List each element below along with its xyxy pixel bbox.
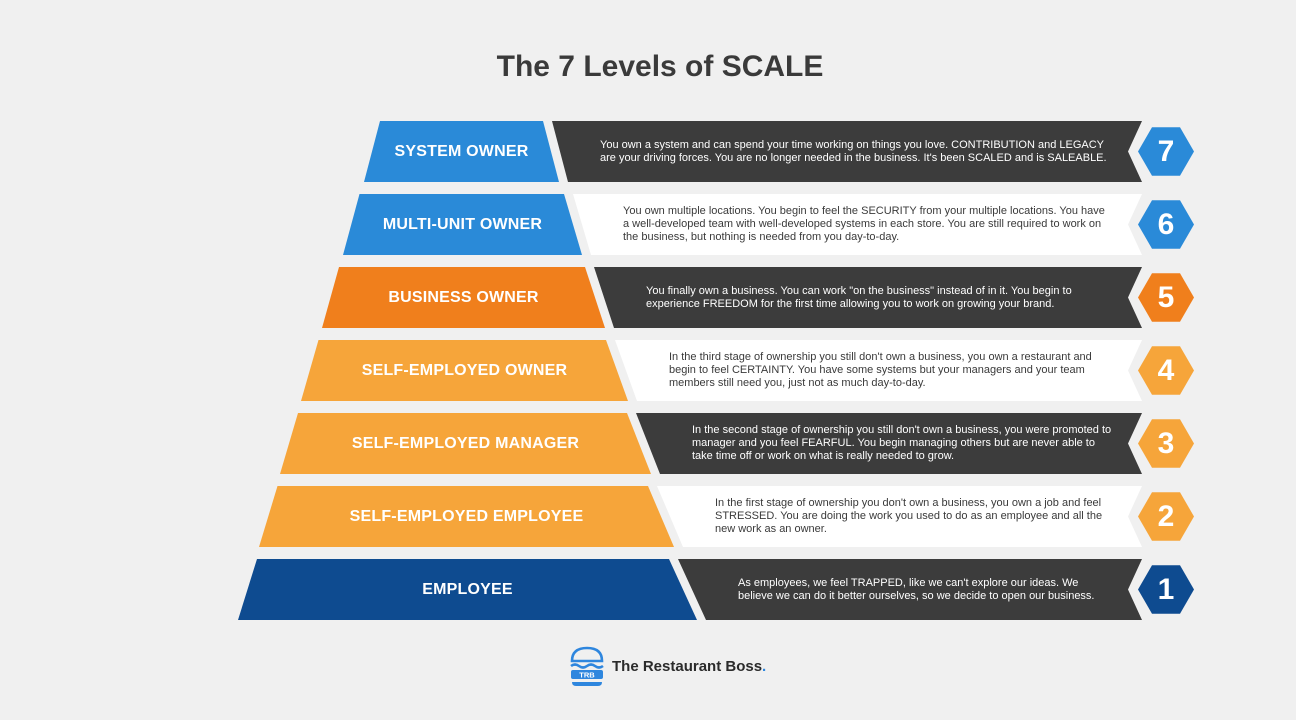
level-number-hexagon xyxy=(1138,492,1194,541)
level-label: MULTI-UNIT OWNER xyxy=(382,215,543,233)
level-number-hexagon xyxy=(1138,346,1194,395)
level-number: 1 xyxy=(1157,572,1175,606)
level-description-panel xyxy=(573,194,1142,255)
level-number: 6 xyxy=(1157,207,1175,241)
page-title: The 7 Levels of SCALE xyxy=(496,50,824,83)
level-4-shapes xyxy=(301,340,1194,401)
level-label-shape xyxy=(238,559,697,620)
level-5-shapes xyxy=(322,267,1194,328)
level-7-shapes xyxy=(364,121,1194,182)
level-label: SELF-EMPLOYED MANAGER xyxy=(351,434,580,452)
level-description: In the first stage of ownership you don'… xyxy=(715,497,1103,535)
level-6: MULTI-UNIT OWNER You own multiple locatio… xyxy=(0,194,1296,255)
level-label: BUSINESS OWNER xyxy=(388,288,539,306)
level-label: SELF-EMPLOYED OWNER xyxy=(361,361,568,379)
level-number-hexagon xyxy=(1138,565,1194,614)
level-description-panel xyxy=(552,121,1142,182)
level-label: SELF-EMPLOYED EMPLOYEE xyxy=(349,507,584,525)
level-1: EMPLOYEE As employees, we feel TRAPPED, l… xyxy=(0,559,1296,620)
level-description: You own a system and can spend your time… xyxy=(600,138,1107,164)
level-label-shape xyxy=(259,486,674,547)
level-number: 4 xyxy=(1157,353,1175,387)
level-2: SELF-EMPLOYED EMPLOYEE In the first stage… xyxy=(0,486,1296,547)
level-1-shapes xyxy=(238,559,1194,620)
level-description: In the third stage of ownership you stil… xyxy=(669,351,1092,389)
level-description-panel xyxy=(615,340,1142,401)
level-number: 7 xyxy=(1157,134,1175,168)
level-number: 5 xyxy=(1157,280,1175,314)
level-label-shape xyxy=(364,121,559,182)
level-3-shapes xyxy=(280,413,1194,474)
level-4: SELF-EMPLOYED OWNER In the third stage of… xyxy=(0,340,1296,401)
level-label: EMPLOYEE xyxy=(422,580,513,598)
level-description-panel xyxy=(657,486,1142,547)
level-label-shape xyxy=(301,340,628,401)
brand-logo: TRB The Restaurant Boss. xyxy=(568,646,766,686)
level-5: BUSINESS OWNER You finally own a business… xyxy=(0,267,1296,328)
brand-dot: . xyxy=(762,657,767,675)
level-description-panel xyxy=(678,559,1142,620)
level-2-shapes xyxy=(259,486,1194,547)
level-6-shapes xyxy=(343,194,1194,255)
level-description: In the second stage of ownership you sti… xyxy=(692,424,1112,462)
burger-icon: TRB xyxy=(570,646,604,686)
brand-name: The Restaurant Boss xyxy=(612,657,763,675)
level-label: SYSTEM OWNER xyxy=(394,142,529,160)
level-label-shape xyxy=(280,413,651,474)
level-number: 2 xyxy=(1157,499,1175,533)
level-label-shape xyxy=(322,267,605,328)
level-number-hexagon xyxy=(1138,200,1194,249)
level-number-hexagon xyxy=(1138,419,1194,468)
brand-logo-text: TRB xyxy=(579,671,595,680)
level-description: You own multiple locations. You begin to… xyxy=(623,205,1105,243)
level-label-shape xyxy=(343,194,582,255)
level-description-panel xyxy=(594,267,1142,328)
level-7: SYSTEM OWNER You own a system and can spe… xyxy=(0,121,1296,182)
level-description: You finally own a business. You can work… xyxy=(646,284,1072,310)
level-description-panel xyxy=(636,413,1142,474)
level-number-hexagon xyxy=(1138,127,1194,176)
level-number: 3 xyxy=(1157,426,1175,460)
level-3: SELF-EMPLOYED MANAGER In the second stage… xyxy=(0,413,1296,474)
level-number-hexagon xyxy=(1138,273,1194,322)
level-description: As employees, we feel TRAPPED, like we c… xyxy=(738,576,1095,602)
